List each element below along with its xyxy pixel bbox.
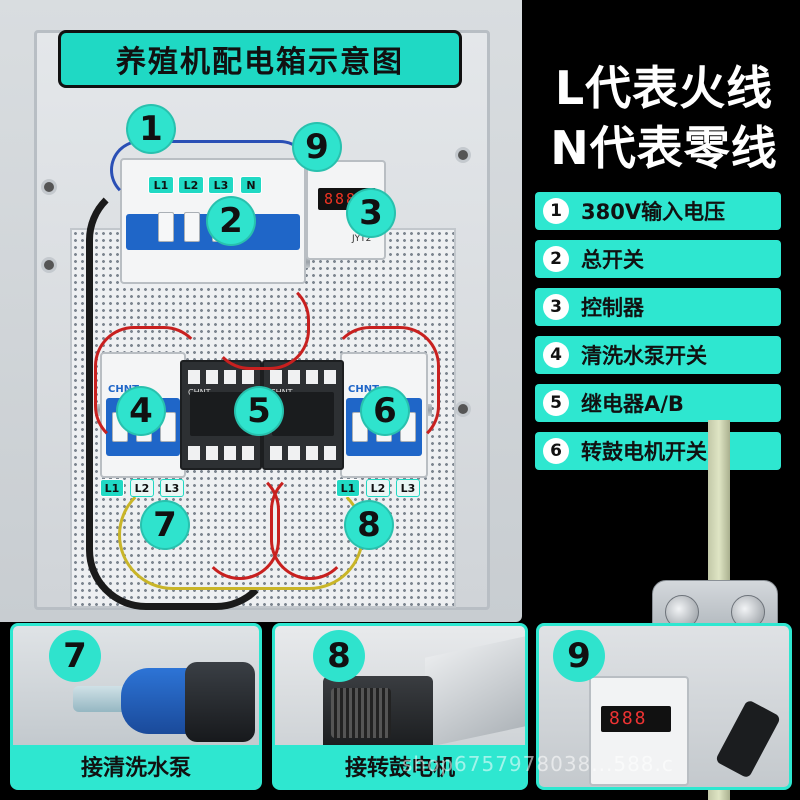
float-sensor [714,699,782,779]
motor-fins [331,688,391,738]
legend-label: 继电器A/B [581,392,684,416]
page-title: 养殖机配电箱示意图 [116,45,404,80]
badge-9: 9 [292,122,342,172]
panel-caption-pump: 接清洗水泵 [13,745,259,787]
breaker-brand-label: CHNT [348,384,379,395]
red-wire [94,326,204,446]
legend-neutral-wire: N代表零线 [550,121,778,175]
panel-badge-8: 8 [313,630,365,682]
terminal-label-top-l2: L2 [178,176,204,194]
terminal-label-top-l1: L1 [148,176,174,194]
legend-label: 清洗水泵开关 [581,344,707,368]
panel-pump: 7 接清洗水泵 [10,623,262,790]
badge-8: 8 [344,500,394,550]
screw-icon [458,150,468,160]
terminal-label-right-l1: L1 [336,479,360,497]
badge-1: 1 [126,104,176,154]
legend-label: 控制器 [581,296,644,320]
controller-brand-label: JYT2 [352,234,372,244]
screw-icon [458,404,468,414]
badge-7: 7 [140,500,190,550]
panel-caption-drum-motor: 接转鼓电机 [275,745,525,787]
legend-num: 2 [543,246,569,272]
legend-item-2: 2 总开关 [535,240,781,278]
terminal-label-right-l3: L3 [396,479,420,497]
legend-label: 转鼓电机开关 [581,440,707,464]
title-banner: 养殖机配电箱示意图 [58,30,462,88]
badge-4: 4 [116,386,166,436]
terminal-label-top-n: N [240,176,262,194]
distribution-box-photo: JYT2 CHNT CHNT CHNT CHNT [0,0,522,622]
badge-5: 5 [234,386,284,436]
terminal-label-left-l2: L2 [130,479,154,497]
legend-item-6: 6 转鼓电机开关 [535,432,781,470]
terminal-label-top-l3: L3 [208,176,234,194]
legend-num: 6 [543,438,569,464]
legend-num: 1 [543,198,569,224]
terminal-label-left-l3: L3 [160,479,184,497]
legend-item-3: 3 控制器 [535,288,781,326]
legend-live-wire: L代表火线 [554,61,774,115]
legend-label: 380V输入电压 [581,200,726,224]
black-cable [86,180,276,610]
panel-drum-motor: 8 接转鼓电机 [272,623,528,790]
badge-3: 3 [346,188,396,238]
badge-2: 2 [206,196,256,246]
red-wire [210,280,310,370]
panel-float-sensor: 9 [536,623,792,790]
panel-badge-7: 7 [49,630,101,682]
red-wire [330,326,440,446]
machine-hood [425,634,525,748]
terminal-label-right-l2: L2 [366,479,390,497]
legend-num: 3 [543,294,569,320]
terminal-label-left-l1: L1 [100,479,124,497]
legend-item-1: 1 380V输入电压 [535,192,781,230]
blue-wire [110,140,310,200]
pipe [73,686,129,712]
controller-display [601,706,671,732]
legend-item-4: 4 清洗水泵开关 [535,336,781,374]
breaker-brand-label: CHNT [108,384,139,395]
screw-icon [44,260,54,270]
legend-num: 5 [543,390,569,416]
legend-item-5: 5 继电器A/B [535,384,781,422]
legend-label: 总开关 [581,248,644,272]
shop-watermark: shop6757978038...588.c [402,752,674,776]
screw-icon [44,182,54,192]
badge-6: 6 [360,386,410,436]
panel-badge-9: 9 [553,630,605,682]
legend-num: 4 [543,342,569,368]
pump-motor [185,662,255,742]
